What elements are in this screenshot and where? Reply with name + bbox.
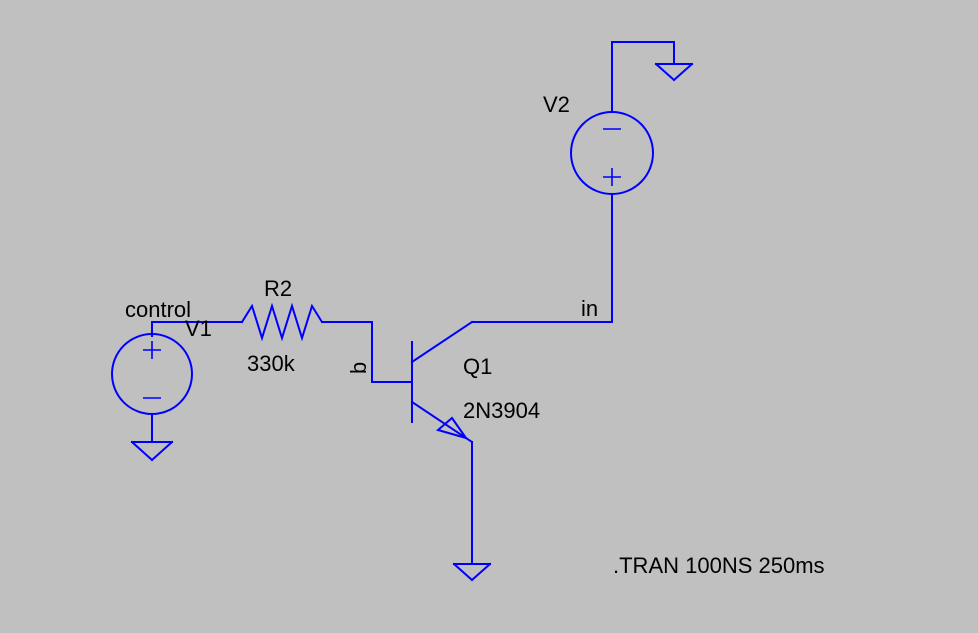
component-name-q1[interactable]: Q1: [463, 354, 492, 379]
component-name-v2[interactable]: V2: [543, 92, 570, 117]
component-name-r2[interactable]: R2: [264, 276, 292, 301]
net-label-in[interactable]: in: [581, 296, 598, 321]
net-label-control[interactable]: control: [125, 297, 191, 322]
emitter-arrow-icon: [435, 416, 469, 440]
wire-base-net[interactable]: [321, 321, 413, 383]
net-label-base[interactable]: b: [346, 362, 371, 374]
wire-control-net[interactable]: [151, 321, 243, 337]
component-name-v1[interactable]: V1: [185, 316, 212, 341]
voltage-source-v1[interactable]: [111, 333, 193, 415]
ground-emitter-icon: [452, 562, 492, 582]
ground-v2-icon: [654, 62, 694, 82]
wire-in-net[interactable]: [471, 193, 613, 323]
wires: [151, 41, 675, 565]
labels: control V1 R2 330k b Q1 2N3904 in V2 .TR…: [125, 92, 825, 578]
resistor-r2[interactable]: [240, 302, 324, 342]
spice-directive[interactable]: .TRAN 100NS 250ms: [613, 553, 825, 578]
component-value-r2[interactable]: 330k: [247, 351, 296, 376]
wire-v2-top[interactable]: [611, 41, 675, 113]
ground-v1-icon: [130, 440, 174, 462]
component-model-q1[interactable]: 2N3904: [463, 398, 540, 423]
voltage-source-v2[interactable]: [570, 111, 654, 195]
transistor-q1[interactable]: [410, 320, 474, 444]
